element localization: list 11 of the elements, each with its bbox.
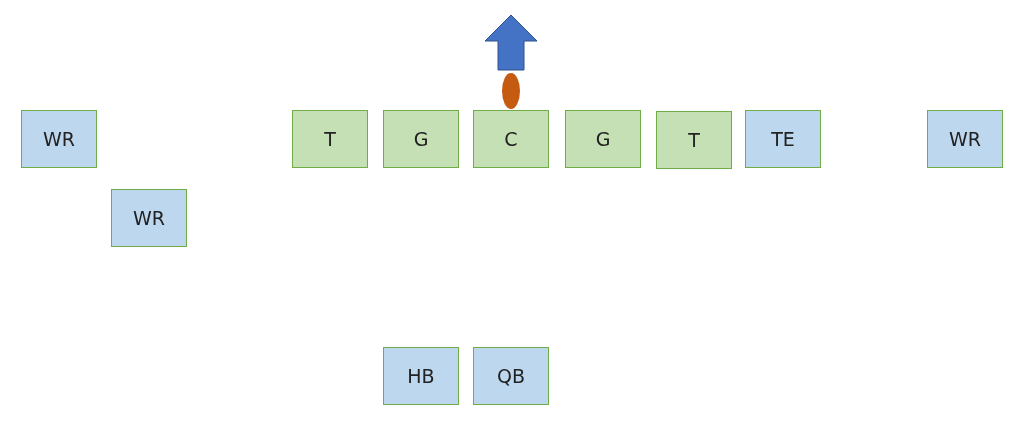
player-box: WR [927,110,1003,168]
player-box: G [565,110,641,168]
player-box: HB [383,347,459,405]
player-box: WR [111,189,187,247]
player-box: TE [745,110,821,168]
player-box: QB [473,347,549,405]
player-box: G [383,110,459,168]
player-box: T [292,110,368,168]
player-box: C [473,110,549,168]
player-box: T [656,111,732,169]
player-box: WR [21,110,97,168]
